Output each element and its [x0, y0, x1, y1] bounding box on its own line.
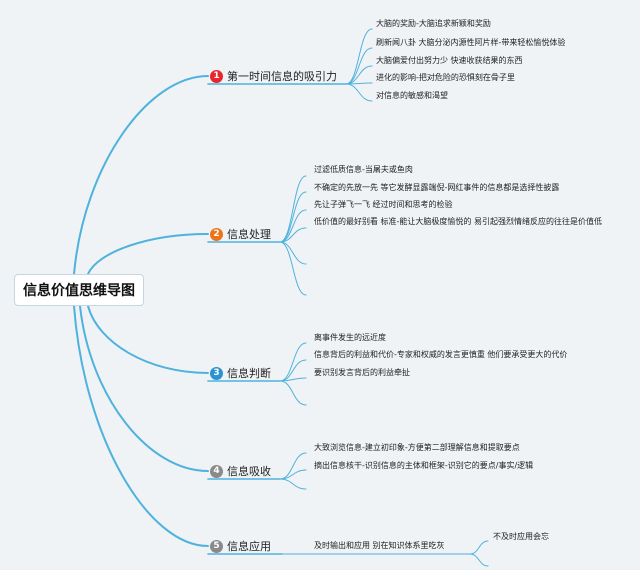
connector-line-45: [279, 478, 307, 490]
branch-1-item-4[interactable]: 进化的影响-把对危险的恐惧刻在骨子里: [376, 73, 515, 82]
connector-line-41: [279, 452, 307, 480]
branch-4[interactable]: 4 信息吸收: [210, 463, 271, 479]
branch-1-item-1[interactable]: 大脑的奖励-大脑追求新颖和奖励: [376, 19, 491, 28]
connector-line-48: [469, 540, 489, 555]
connector-line-39: [279, 380, 307, 406]
connector-line-27: [279, 227, 307, 243]
connector-line-21: [279, 175, 307, 243]
branch-3-item-2[interactable]: 信息背后的利益和代价-专家和权威的发言更慎重 他们要承受更大的代价: [314, 350, 568, 359]
branch-3-item-1[interactable]: 离事件发生的远近度: [314, 333, 386, 342]
number-badge-4: 4: [210, 464, 223, 478]
connector-line-1: [73, 75, 209, 275]
connector-line-11: [345, 28, 373, 85]
branch-2-item-2[interactable]: 不确定的先放一先 等它发酵显露端倪-网红事件的信息都是选择性披露: [314, 183, 560, 192]
connector-line-15: [345, 65, 373, 85]
branch-2-item-1[interactable]: 过滤低质信息-当屠夫或鱼肉: [314, 165, 413, 174]
branch-3-item-3[interactable]: 要识别发言背后的利益牵扯: [314, 368, 410, 377]
connector-line-2: [87, 233, 209, 275]
connector-line-19: [345, 83, 373, 102]
branch-5-item-1[interactable]: 及时输出和应用 别在知识体系里吃灰: [314, 541, 445, 550]
number-badge-5: 5: [210, 539, 223, 553]
branch-1[interactable]: 1 第一时间信息的吸引力: [210, 68, 337, 84]
connector-line-4: [79, 305, 209, 472]
central-topic[interactable]: 信息价值思维导图: [14, 274, 144, 306]
connector-line-31: [279, 241, 307, 296]
branch-2[interactable]: 2 信息处理: [210, 226, 271, 242]
number-badge-2: 2: [210, 227, 223, 241]
branch-1-item-3[interactable]: 大脑偏爱付出努力少 快速收获结果的东西: [376, 56, 523, 65]
branch-2-item-4[interactable]: 低价值的最好别看 标准-能让大脑极度愉悦的 易引起强烈情绪反应的往往是价值低: [314, 217, 602, 226]
connector-line-29: [279, 241, 307, 265]
branch-2-item-3[interactable]: 先让子弹飞一飞 经过时间和思考的检验: [314, 200, 453, 209]
connector-line-37: [279, 377, 307, 382]
branch-5[interactable]: 5 信息应用: [210, 538, 271, 554]
number-badge-1: 1: [210, 69, 223, 83]
connector-line-5: [73, 305, 209, 547]
connector-line-3: [87, 305, 209, 374]
connector-line-50: [469, 553, 489, 567]
connector-line-33: [279, 342, 307, 382]
branch-4-item-2[interactable]: 摘出信息核干-识别信息的主体和框架-识别它的要点/事实/逻辑: [314, 461, 534, 470]
branch-4-label: 信息吸收: [227, 465, 271, 478]
branch-1-item-2[interactable]: 刷新闻八卦 大脑分泌内源性阿片样-带来轻松愉悦体验: [376, 38, 566, 47]
branch-4-item-1[interactable]: 大致浏览信息-建立初印象-方便第二部理解信息和提取要点: [314, 443, 520, 452]
branch-1-item-5[interactable]: 对信息的敏感和渴望: [376, 91, 448, 100]
connector-line-25: [279, 209, 307, 243]
branch-5-subitem-1[interactable]: 不及时应用会忘: [493, 532, 549, 541]
branch-3-label: 信息判断: [227, 367, 271, 380]
connector-line-13: [345, 47, 373, 85]
branch-1-label: 第一时间信息的吸引力: [227, 70, 337, 83]
number-badge-3: 3: [210, 366, 223, 380]
branch-5-label: 信息应用: [227, 540, 271, 553]
branch-3[interactable]: 3 信息判断: [210, 365, 271, 381]
connector-line-35: [279, 359, 307, 382]
connector-line-23: [279, 191, 307, 243]
branch-2-label: 信息处理: [227, 228, 271, 241]
